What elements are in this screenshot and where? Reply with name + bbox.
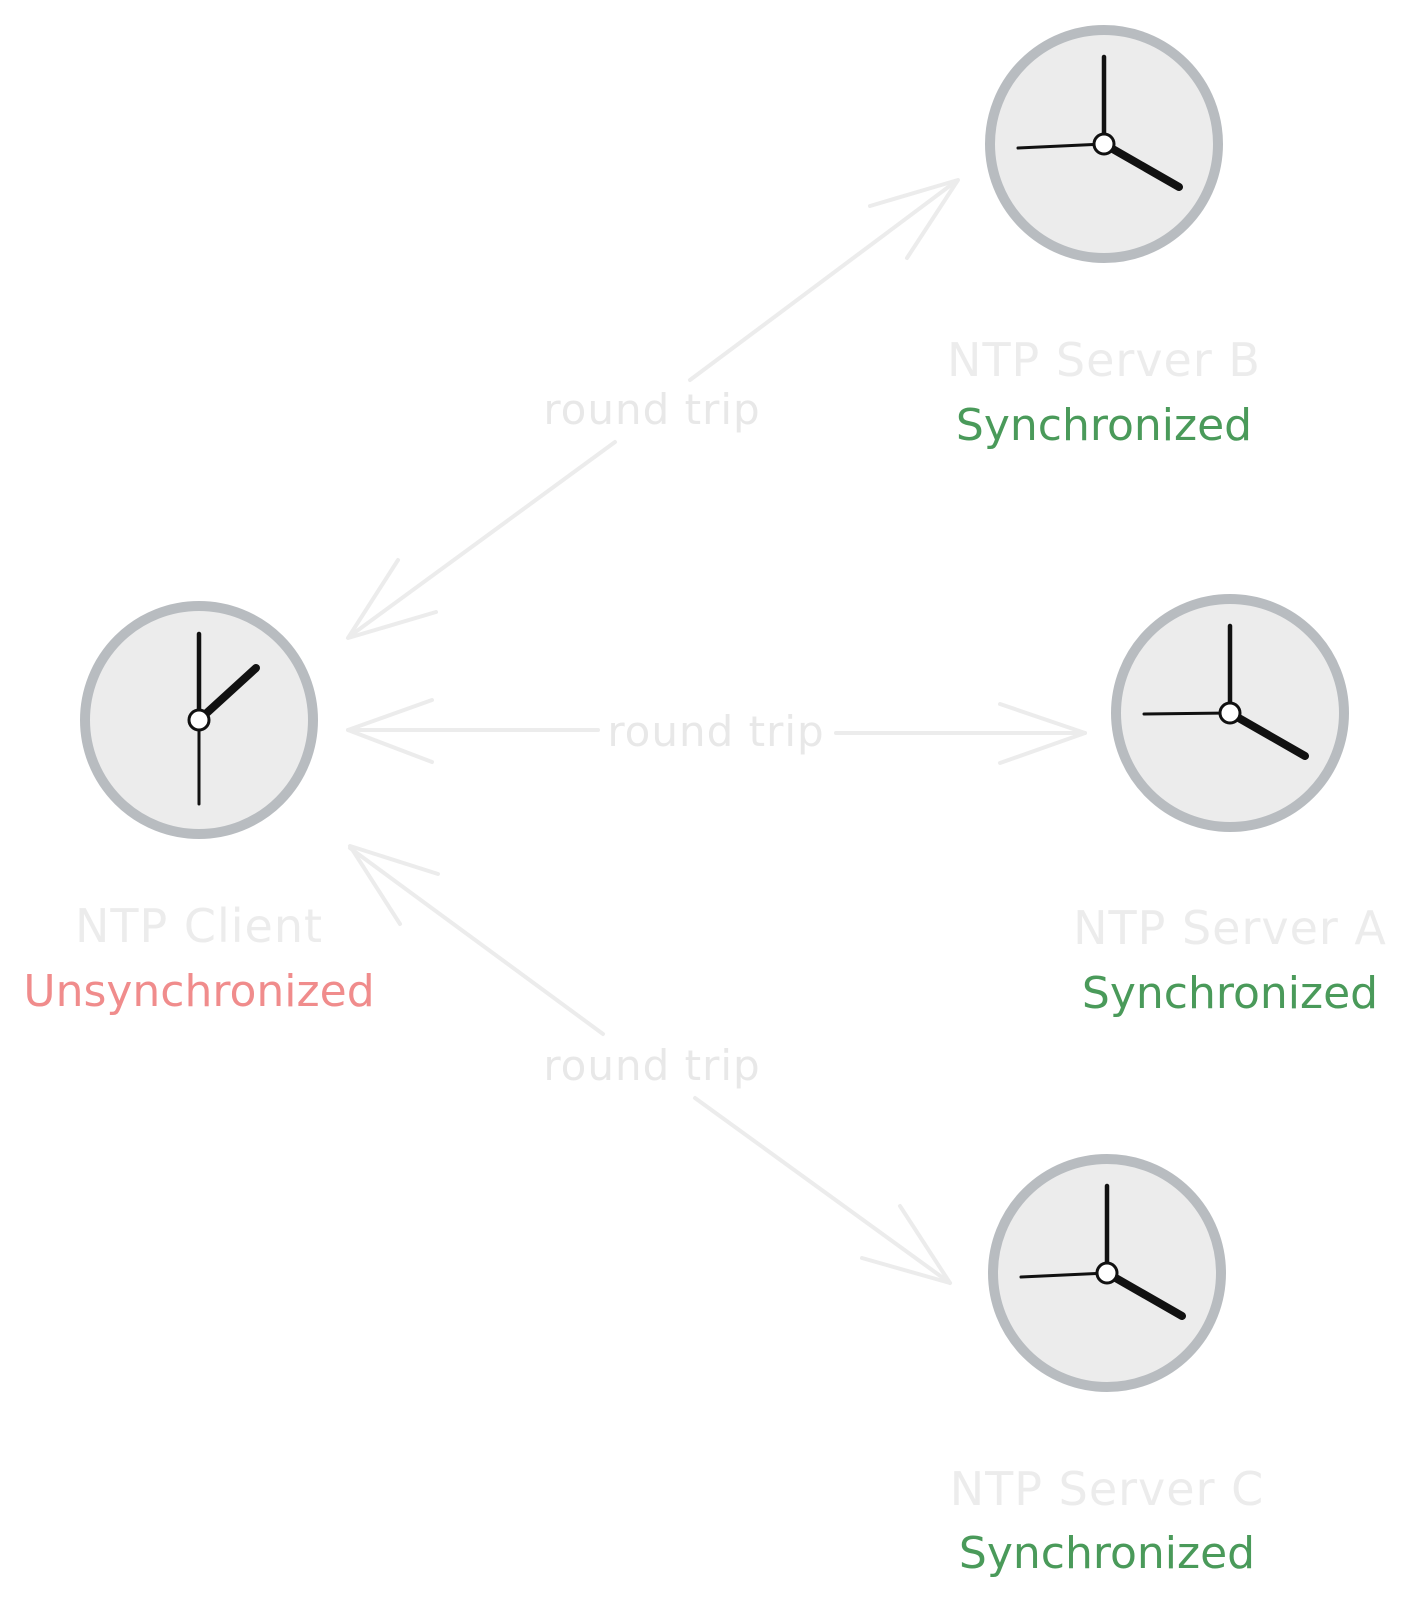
- arrowhead-client-from-a: [346, 698, 434, 764]
- clock-icon-server-b: [985, 25, 1223, 263]
- edge-label-client-server-b: round trip: [543, 385, 760, 434]
- arrowhead-client-from-b: [346, 558, 438, 640]
- clock-second-hand-server-a: [1142, 711, 1232, 716]
- clock-second-hand-server-c: [1019, 1271, 1109, 1279]
- arrowhead-client-from-c: [348, 844, 440, 926]
- node-name-server-b: NTP Server B: [947, 333, 1261, 387]
- clock-hour-hand-server-a: [1226, 709, 1309, 760]
- clock-icon-server-a: [1111, 594, 1349, 832]
- arrowhead-server-c: [860, 1204, 952, 1285]
- arrowhead-server-b: [868, 178, 960, 260]
- edge-label-client-server-a: round trip: [607, 707, 824, 756]
- clock-hub-server-b: [1092, 132, 1116, 156]
- clock-hub-server-c: [1095, 1261, 1119, 1285]
- status-label-server-a: Synchronized: [1082, 968, 1378, 1019]
- edge-client-server-b-line-lower: [348, 440, 617, 638]
- arrowhead-server-a: [998, 702, 1087, 765]
- clock-hour-hand-server-b: [1100, 140, 1183, 191]
- clock-hour-hand-client: [195, 664, 260, 724]
- edge-client-server-c-line-lower: [693, 1096, 952, 1285]
- edge-client-server-c-line-upper: [348, 846, 605, 1036]
- node-name-server-a: NTP Server A: [1073, 901, 1387, 955]
- node-name-server-c: NTP Server C: [950, 1462, 1264, 1516]
- status-label-client: Unsynchronized: [23, 966, 374, 1017]
- clock-icon-client: [80, 601, 318, 839]
- edge-client-server-b: round trip: [346, 178, 960, 640]
- clock-hub-server-a: [1218, 701, 1242, 725]
- edge-label-client-server-c: round trip: [543, 1041, 760, 1090]
- node-name-client: NTP Client: [75, 899, 323, 953]
- edge-client-server-a: round trip: [346, 698, 1087, 765]
- clock-hub-client: [187, 708, 211, 732]
- status-label-server-b: Synchronized: [956, 400, 1252, 451]
- edge-client-server-b-line-upper: [688, 180, 957, 382]
- edge-client-server-c: round trip: [348, 844, 952, 1285]
- clock-icon-server-c: [988, 1154, 1226, 1392]
- clock-second-hand-server-b: [1016, 142, 1106, 150]
- status-label-server-c: Synchronized: [959, 1528, 1255, 1579]
- clock-hour-hand-server-c: [1103, 1269, 1186, 1320]
